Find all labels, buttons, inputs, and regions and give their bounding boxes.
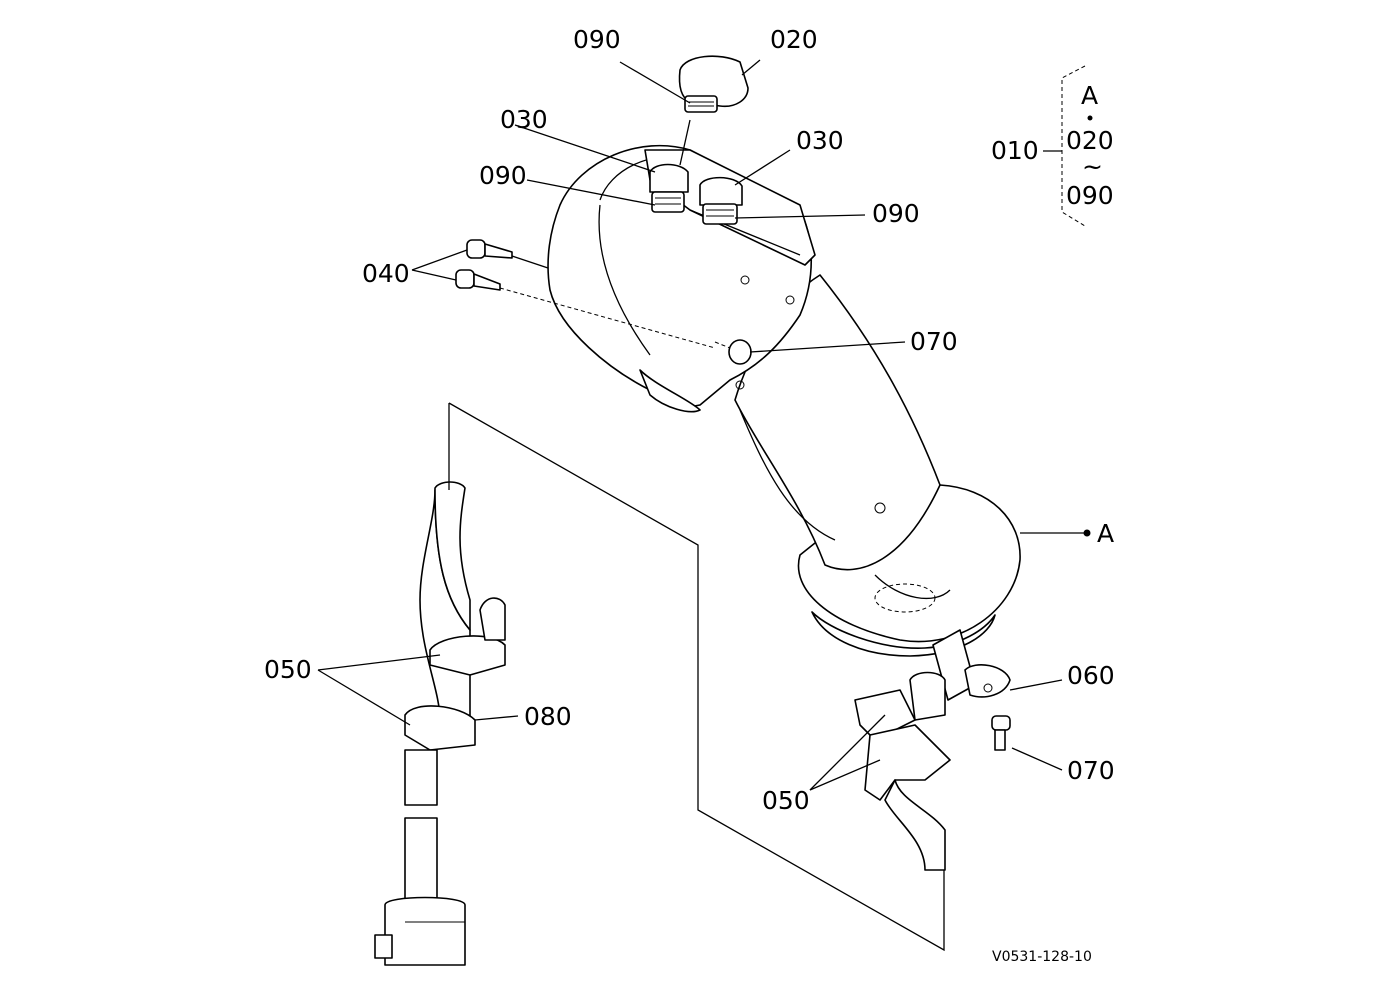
label-a-pointer: A	[1097, 519, 1114, 548]
label-ref-a: A	[1081, 81, 1098, 110]
label-050-right: 050	[762, 786, 810, 815]
reference-bracket-010	[1043, 65, 1093, 227]
label-070-lower: 070	[1067, 756, 1115, 785]
label-090-top: 090	[573, 25, 621, 54]
button-030-right	[699, 176, 743, 225]
label-ref-tilde: ~	[1082, 152, 1103, 181]
joystick-grip	[547, 144, 1021, 657]
button-030-left	[649, 163, 689, 213]
label-080: 080	[524, 702, 572, 731]
label-020: 020	[770, 25, 818, 54]
harness-left	[374, 481, 506, 966]
cap-020	[678, 55, 749, 113]
label-090-right: 090	[872, 199, 920, 228]
screws-040	[455, 239, 716, 349]
label-050-left: 050	[264, 655, 312, 684]
drawing-code: V0531-128-10	[992, 949, 1092, 965]
part-labels: 090 020 030 030 090 090 040 070 010 A 02…	[264, 25, 1115, 965]
label-ref-090: 090	[1066, 181, 1114, 210]
label-070-upper: 070	[910, 327, 958, 356]
label-030-left: 030	[500, 105, 548, 134]
label-090-left: 090	[479, 161, 527, 190]
label-040: 040	[362, 259, 410, 288]
leader-lines	[317, 59, 1091, 952]
label-ref-020: 020	[1066, 126, 1114, 155]
label-030-right: 030	[796, 126, 844, 155]
label-010: 010	[991, 136, 1039, 165]
harness-right	[854, 629, 1011, 871]
label-060: 060	[1067, 661, 1115, 690]
